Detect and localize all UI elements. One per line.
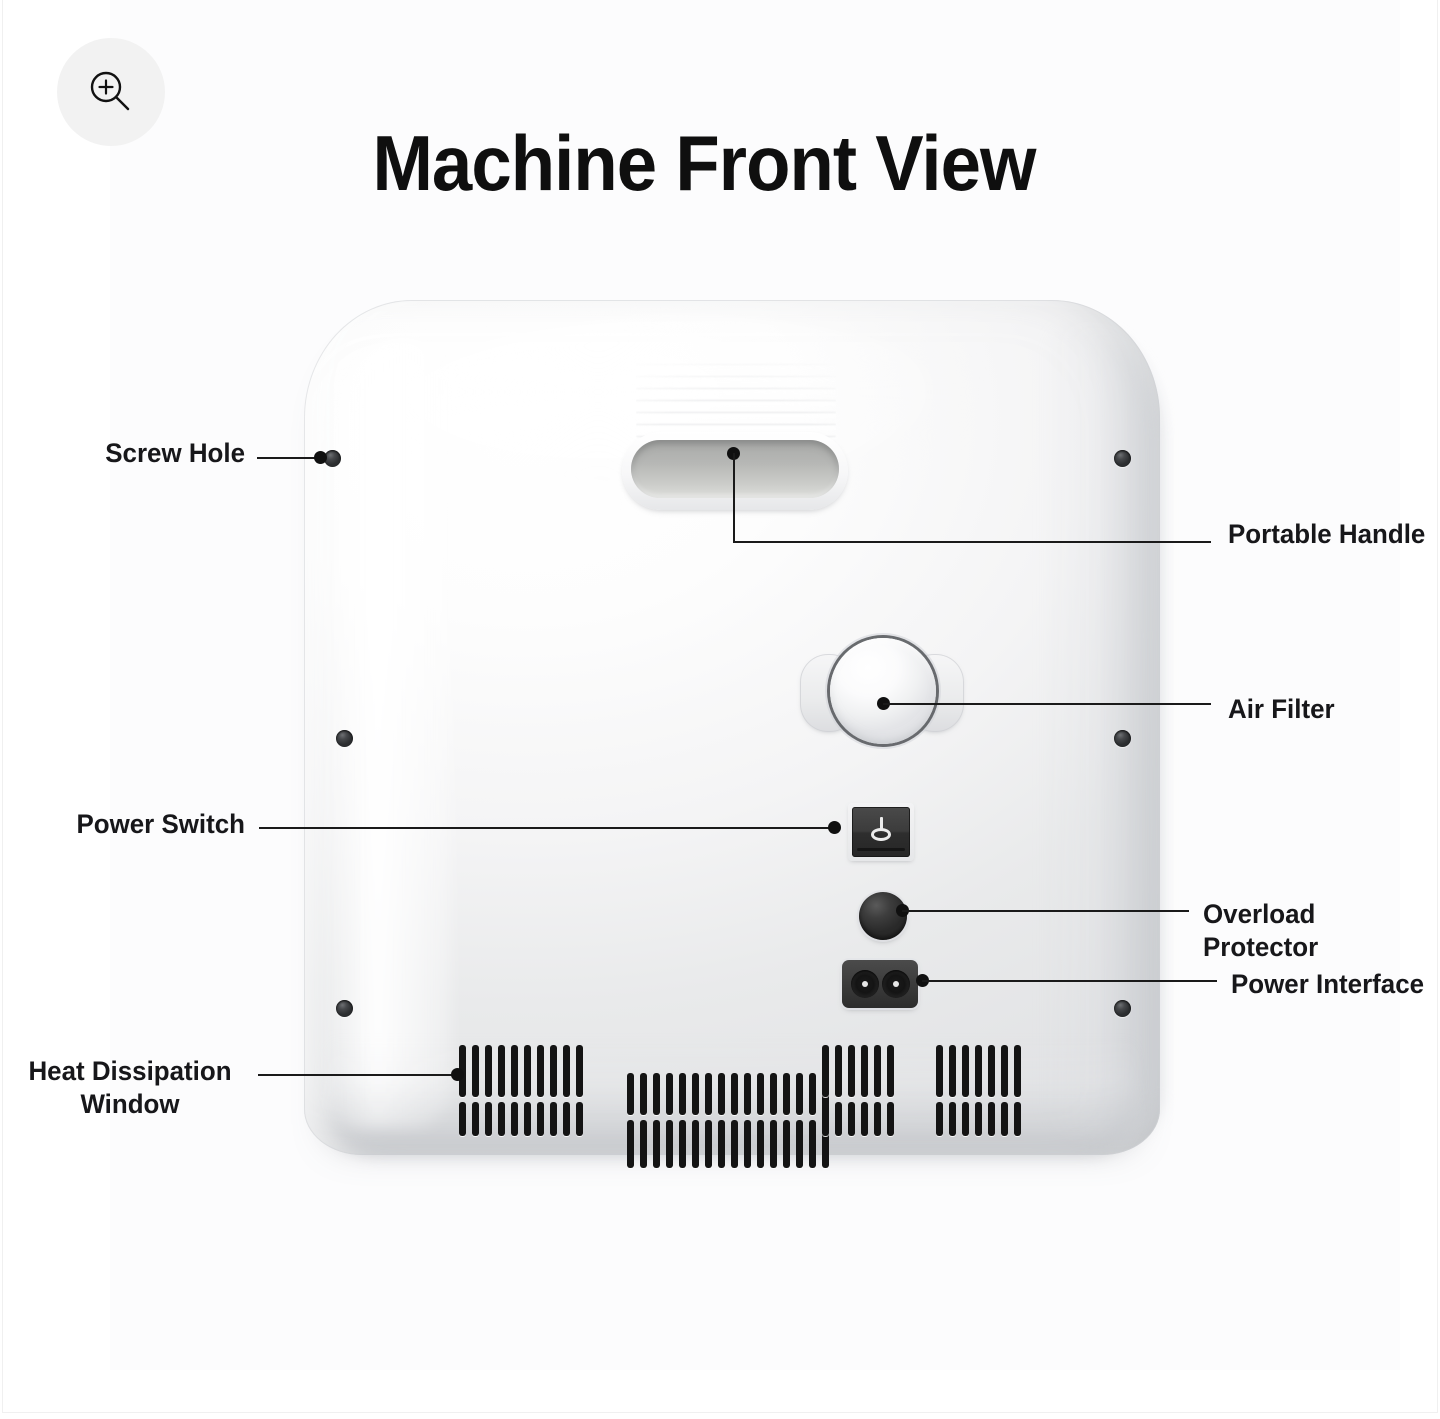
body-seam-line bbox=[362, 360, 364, 1120]
power-io-symbol-icon bbox=[870, 817, 892, 847]
callout-label-screw-hole: Screw Hole bbox=[105, 438, 245, 468]
screw-hole-middle-left bbox=[336, 730, 353, 747]
power-switch-split bbox=[857, 848, 905, 851]
zoom-in-button[interactable] bbox=[57, 38, 165, 146]
screw-hole-bottom-right bbox=[1114, 1000, 1131, 1017]
callout-label-overload-protector: Overload Protector bbox=[1203, 899, 1319, 962]
power-switch-rocker bbox=[852, 807, 910, 857]
heat-dissipation-window-2 bbox=[627, 1073, 829, 1168]
callout-label-heat-dissipation-window: Heat Dissipation Window bbox=[28, 1056, 232, 1119]
vent-row bbox=[822, 1045, 894, 1097]
vent-row bbox=[936, 1045, 1021, 1097]
power-pin-hole-right bbox=[881, 970, 910, 998]
power-pin-hole-left bbox=[850, 970, 879, 998]
heat-dissipation-window-1 bbox=[459, 1045, 583, 1136]
screw-hole-top-left bbox=[324, 450, 341, 467]
heat-dissipation-window-4 bbox=[936, 1045, 1021, 1136]
callout-label-portable-handle: Portable Handle bbox=[1228, 519, 1426, 549]
callout-label-power-switch: Power Switch bbox=[76, 809, 245, 839]
air-filter[interactable] bbox=[800, 638, 964, 748]
portable-handle[interactable] bbox=[622, 358, 848, 510]
vent-row bbox=[459, 1102, 583, 1136]
leader-line-power-interface bbox=[922, 980, 1217, 982]
leader-line-air-filter bbox=[883, 703, 1211, 705]
screw-hole-top-right bbox=[1114, 450, 1131, 467]
heat-dissipation-window-3 bbox=[822, 1045, 894, 1136]
leader-dot-screw-hole bbox=[314, 451, 327, 464]
page-title: Machine Front View bbox=[372, 119, 1036, 207]
magnifier-plus-icon bbox=[85, 66, 137, 118]
leader-line-power-switch bbox=[259, 827, 834, 829]
vent-row bbox=[822, 1102, 894, 1136]
handle-vent-slats bbox=[636, 358, 836, 442]
vent-row bbox=[459, 1045, 583, 1097]
vent-row bbox=[627, 1120, 829, 1168]
leader-line-overload-protector bbox=[902, 910, 1189, 912]
screw-hole-middle-right bbox=[1114, 730, 1131, 747]
leader-line-screw-hole bbox=[257, 457, 320, 459]
callout-label-power-interface: Power Interface bbox=[1231, 969, 1425, 999]
power-switch[interactable] bbox=[848, 803, 914, 861]
vent-row bbox=[936, 1102, 1021, 1136]
leader-line-portable-handle-horizontal bbox=[733, 541, 1211, 543]
power-interface-socket[interactable] bbox=[842, 960, 918, 1008]
air-filter-cap[interactable] bbox=[830, 638, 936, 744]
leader-dot-power-switch bbox=[828, 821, 841, 834]
screw-hole-bottom-left bbox=[336, 1000, 353, 1017]
machine-illustration bbox=[304, 300, 1160, 1168]
vent-row bbox=[627, 1073, 829, 1115]
body-shading-right bbox=[1040, 326, 1160, 1136]
leader-line-portable-handle-vertical bbox=[733, 453, 735, 543]
leader-line-heat-dissipation-window bbox=[258, 1074, 458, 1076]
leader-dot-heat-dissipation-window bbox=[451, 1068, 464, 1081]
callout-label-air-filter: Air Filter bbox=[1228, 694, 1335, 724]
